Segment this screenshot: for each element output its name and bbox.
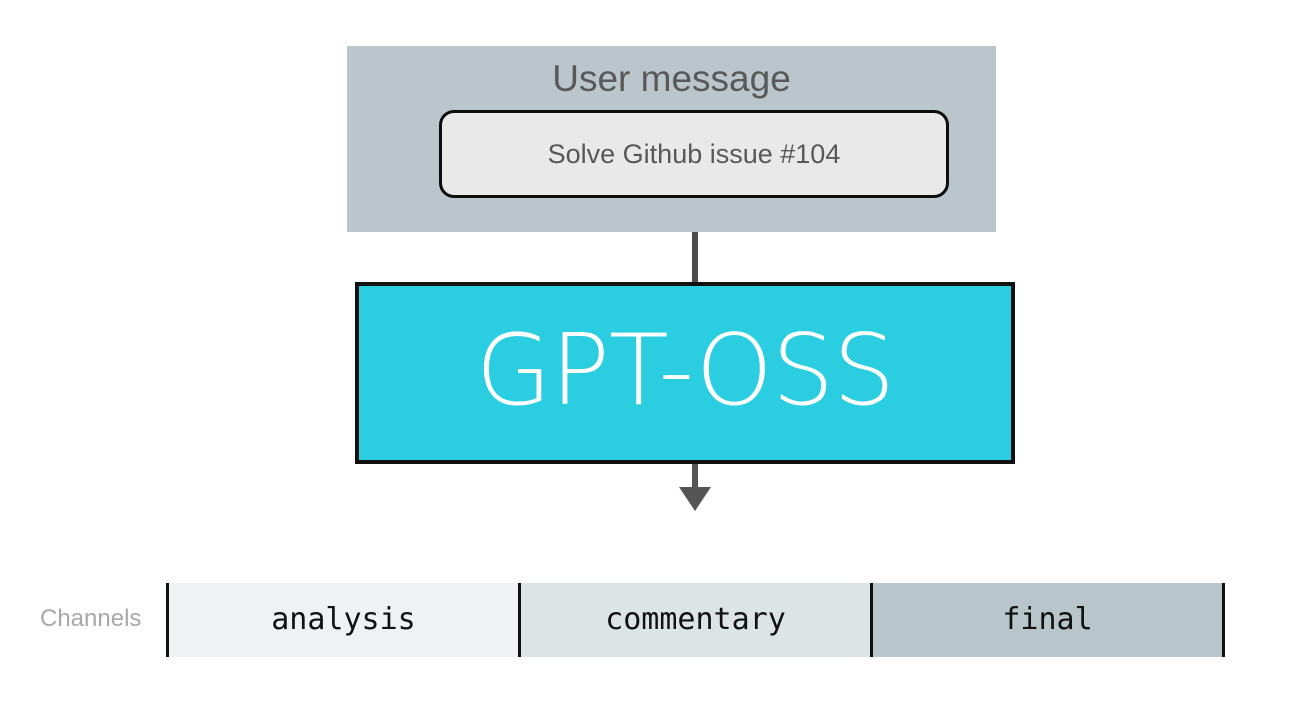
arrow-shaft-model-to-channels — [692, 464, 698, 490]
channels-bar: analysis commentary final — [166, 583, 1225, 657]
channel-cell-commentary: commentary — [518, 583, 870, 657]
channel-name-commentary: commentary — [605, 602, 786, 637]
channel-name-final: final — [1002, 602, 1093, 637]
model-box: GPT-OSS — [355, 282, 1015, 464]
channels-label: Channels — [40, 605, 142, 632]
model-name-label: GPT-OSS — [475, 314, 896, 428]
channel-cell-analysis: analysis — [169, 583, 518, 657]
user-message-panel: User message Solve Github issue #104 — [347, 46, 996, 232]
channel-name-analysis: analysis — [271, 602, 416, 637]
user-message-text: Solve Github issue #104 — [547, 139, 841, 169]
arrow-head-icon — [679, 487, 711, 511]
connector-user-to-model — [692, 232, 698, 283]
user-message-bubble: Solve Github issue #104 — [439, 110, 949, 198]
channel-cell-final: final — [870, 583, 1222, 657]
user-message-title: User message — [552, 58, 791, 99]
